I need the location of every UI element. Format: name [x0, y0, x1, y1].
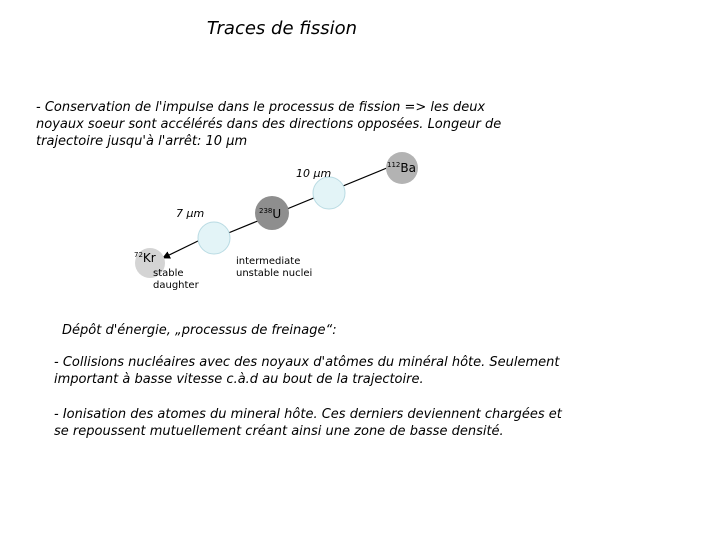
intermediate-caption-line-1: intermediate	[236, 256, 301, 267]
intro-line-3: trajectoire jusqu'à l'arrêt: 10 μm	[36, 134, 248, 149]
krypton-symbol: Kr	[142, 251, 156, 265]
barium-label: 112Ba	[387, 161, 416, 175]
barium-nucleus	[386, 152, 418, 184]
uranium-mass: 238	[259, 207, 273, 215]
uranium-symbol: U	[272, 207, 282, 221]
stable-caption-line-1: stable	[153, 268, 184, 279]
krypton-label: 72Kr	[134, 251, 156, 265]
intermediate-caption: intermediate unstable nuclei	[236, 256, 312, 280]
intro-line-1: - Conservation de l'impulse dans le proc…	[36, 100, 486, 115]
krypton-nucleus	[135, 248, 165, 278]
length-label-right: 10 μm	[296, 167, 332, 180]
barium-symbol: Ba	[400, 161, 416, 175]
uranium-nucleus	[255, 196, 289, 230]
bullet-ionisation: - Ionisation des atomes du mineral hôte.…	[54, 406, 562, 440]
intro-paragraph: - Conservation de l'impulse dans le proc…	[36, 99, 501, 150]
length-label-left: 7 μm	[176, 207, 205, 220]
bullet-collisions-line-1: - Collisions nucléaires avec des noyaux …	[54, 355, 560, 370]
bullet-ionisation-line-1: - Ionisation des atomes du mineral hôte.…	[54, 407, 562, 422]
intermediate-nucleus-left	[197, 221, 231, 255]
fission-arrow-line	[162, 239, 201, 259]
krypton-mass: 72	[134, 251, 143, 259]
intermediate-caption-line-2: unstable nuclei	[236, 268, 313, 279]
intermediate-nucleus-right	[312, 176, 346, 210]
slide-title: Traces de fission	[206, 18, 358, 39]
fission-trajectory-line	[220, 162, 400, 237]
deposit-heading: Dépôt d'énergie, „processus de freinage“…	[62, 323, 337, 338]
intro-line-2: noyaux soeur sont accélérés dans des dir…	[36, 117, 502, 132]
stable-caption: stable daughter	[153, 268, 199, 292]
bullet-collisions-line-2: important à basse vitesse c.à.d au bout …	[54, 372, 424, 387]
barium-mass: 112	[387, 161, 401, 169]
bullet-ionisation-line-2: se repoussent mutuellement créant ainsi …	[54, 424, 504, 439]
stable-caption-line-2: daughter	[153, 280, 199, 291]
uranium-label: 238U	[259, 207, 281, 221]
bullet-collisions: - Collisions nucléaires avec des noyaux …	[54, 354, 560, 388]
